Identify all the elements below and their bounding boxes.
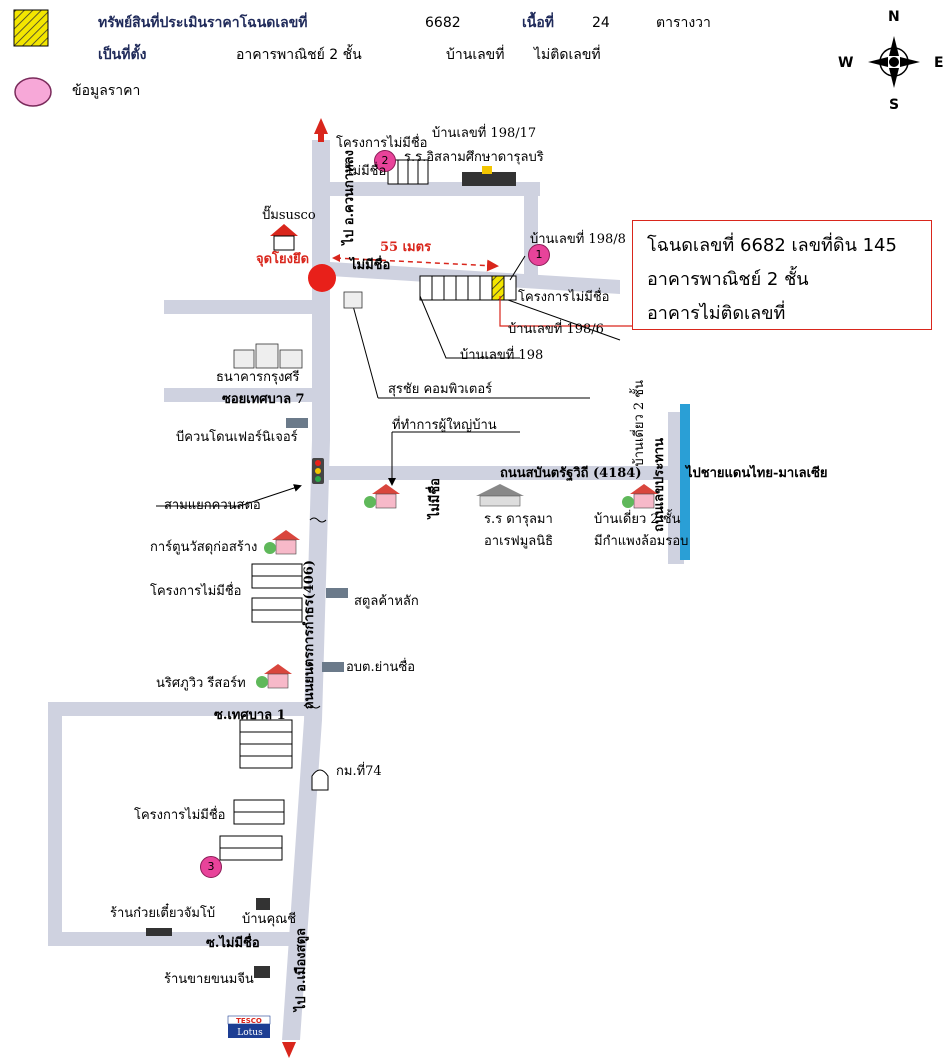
project-right-units — [419, 275, 517, 301]
reference-point-icon — [308, 264, 336, 292]
label-km74: กม.ที่74 — [336, 764, 382, 779]
label-soi-7: ซอยเทศบาล 7 — [222, 392, 305, 407]
label-reference-point: จุดโยงยึด — [256, 252, 310, 267]
label-khanom-shop: ร้านขายขนมจีน — [164, 972, 254, 987]
label-school-islam: ร.ร.อิสลามศึกษาดารุลบริ — [404, 150, 544, 165]
label-project-low: โครงการไม่มีชื่อ — [134, 808, 226, 823]
callout-leader — [499, 296, 632, 327]
soi-7-road — [164, 388, 314, 402]
deed-number: 6682 — [425, 15, 461, 31]
callout-line-3: อาคารไม่ติดเลขที่ — [647, 303, 786, 324]
computer-shop-icon — [343, 291, 363, 309]
soi-no-name-road — [48, 932, 294, 946]
west-loop-vertical — [48, 716, 62, 946]
bank-building-icon — [233, 343, 303, 369]
house-icons — [256, 484, 658, 689]
roads — [48, 140, 686, 1040]
label-house-2floor-b: บ้านเดี่ยว 2 ชั้น — [594, 512, 681, 527]
compass-north: N — [888, 9, 900, 25]
label-house-198-6: บ้านเลขที่ 198/6 — [508, 322, 604, 337]
compass-icon — [868, 36, 920, 88]
label-pump: ปั๊มsusco — [262, 208, 316, 223]
label-steel-shop: สตูลค้าหลัก — [354, 594, 419, 609]
label-house-198-17: บ้านเลขที่ 198/17 — [432, 126, 537, 141]
callout-line-2: อาคารพาณิชย์ 2 ชั้น — [647, 269, 809, 290]
location-value: อาคารพาณิชย์ 2 ชั้น — [236, 47, 362, 63]
subject-legend-swatch — [13, 9, 49, 47]
label-house-2floor-a: บ้านเดี่ยว 2 ชั้น — [632, 380, 647, 467]
label-no-name-road: ไม่มีชื่อ — [350, 258, 391, 273]
label-project-top: โครงการไม่มีชื่อ — [336, 136, 428, 151]
road-break-marks — [303, 517, 327, 709]
subject-callout: โฉนดเลขที่ 6682 เลขที่ดิน 145 อาคารพาณิช… — [632, 220, 932, 330]
compass-east: E — [934, 55, 944, 71]
label-distance: 55 เมตร — [380, 240, 432, 255]
river — [680, 404, 690, 560]
km-marker-icon — [311, 769, 329, 791]
area-value: 24 — [592, 15, 610, 31]
price-marker-3[interactable]: 3 — [200, 856, 222, 878]
label-ban-khun-chi: บ้านคุณชี — [242, 912, 297, 927]
label-house-198-8: บ้านเลขที่ 198/8 — [530, 232, 626, 247]
label-noodle-shop: ร้านก๋วยเตี๋ยวจัมโบ้ — [110, 906, 216, 921]
west-road-1 — [164, 300, 314, 314]
tesco-logo-text: TESCO — [236, 1017, 262, 1025]
area-label: เนื้อที่ — [522, 15, 554, 31]
label-to-khuan-kalong: ไป อ.ควนกาหลง — [342, 150, 357, 245]
label-wall: มีกำแพงล้อมรอบ — [594, 534, 689, 549]
callout-line-1: โฉนดเลขที่ 6682 เลขที่ดิน 145 — [647, 235, 897, 256]
label-bq-furniture: บีควนโดนเฟอร์นิเจอร์ — [176, 430, 298, 445]
label-bank: ธนาคารกรุงศรี — [216, 370, 300, 385]
warehouse-icons — [286, 418, 348, 672]
project-low-units — [219, 719, 293, 861]
school-building-icon — [462, 166, 516, 186]
price-info-label: ข้อมูลราคา — [72, 83, 141, 99]
subject-title: ทรัพย์สินที่ประเมินราคาโฉนดเลขที่ — [98, 15, 308, 31]
lotus-logo-text: Lotus — [237, 1028, 263, 1038]
shop-icons — [146, 898, 270, 978]
label-no-name-vertical: ไม่มีชื่อ — [428, 478, 443, 519]
label-no-name-small: ไม่มีชื่อ — [346, 164, 387, 179]
price-legend-swatch — [14, 77, 52, 107]
label-intersection: สามแยกควนสตอ — [164, 498, 261, 513]
label-sukchai-computer: สุรชัย คอมพิวเตอร์ — [388, 382, 493, 397]
soi-tesaban-1-road — [48, 702, 308, 716]
location-label: เป็นที่ตั้ง — [98, 47, 147, 63]
label-house-198: บ้านเลขที่ 198 — [460, 348, 544, 363]
house-number-label: บ้านเลขที่ — [446, 47, 505, 63]
label-to-border: ไปชายแดนไทย-มาเลเซีย — [686, 466, 828, 481]
label-soi-tesaban-1: ซ.เทศบาล 1 — [214, 708, 286, 723]
compass-west: W — [838, 55, 854, 71]
label-village-head-office: ที่ทำการผู้ใหญ่บ้าน — [392, 418, 497, 433]
label-obt: อบต.ย่านซื่อ — [346, 660, 416, 675]
project-mid-units — [251, 563, 303, 623]
subject-property — [491, 275, 505, 301]
road-arrows — [282, 118, 328, 1058]
pump-station-icon — [270, 224, 298, 251]
label-road-4184: ถนนสบันตรัฐวิถี (4184) — [500, 466, 642, 481]
tesco-lotus-logo: TESCO Lotus — [227, 1015, 271, 1038]
label-project-mid: โครงการไม่มีชื่อ — [150, 584, 242, 599]
compass-south: S — [889, 97, 900, 113]
area-unit: ตารางวา — [656, 15, 711, 31]
traffic-light-icon — [312, 458, 324, 484]
price-marker-2[interactable]: 2 — [374, 150, 396, 172]
label-main-road: ถนนยนตรการกำธร(406) — [302, 560, 317, 710]
label-project-right: โครงการไม่มีชื่อ — [518, 290, 610, 305]
road-4184 — [326, 466, 686, 480]
label-school-rr-2: อาเรฟมูลนิธิ — [484, 534, 554, 549]
school-rr-icon — [476, 484, 524, 507]
label-soi-no-name: ซ.ไม่มีชื่อ — [206, 936, 260, 951]
label-school-rr: ร.ร ดารุลมา — [484, 512, 553, 527]
main-road — [282, 140, 330, 1040]
label-leaders — [156, 255, 621, 507]
house-number-value: ไม่ติดเลขที่ — [534, 47, 601, 63]
label-resort: นริศภูวิว รีสอร์ท — [156, 676, 246, 691]
label-construction-supply: การ์ตูนวัสดุก่อสร้าง — [150, 540, 258, 555]
label-to-mueang-satun: ไป อ.เมืองสตูล — [294, 928, 309, 1012]
price-marker-1[interactable]: 1 — [528, 244, 550, 266]
